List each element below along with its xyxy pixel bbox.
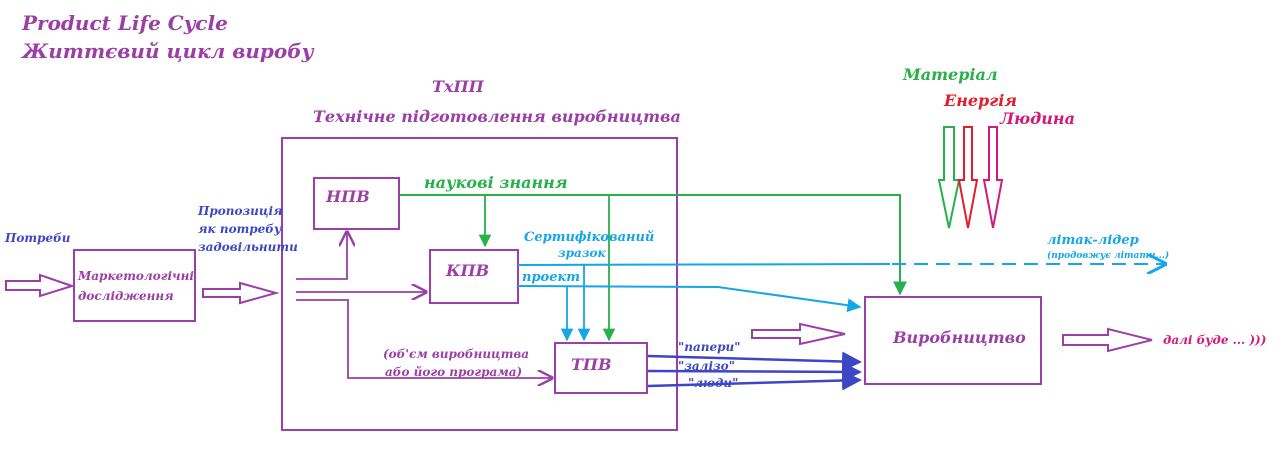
- npv-label: НПВ: [325, 187, 370, 206]
- kpv-label: КПВ: [445, 261, 489, 280]
- tpv-box: [554, 342, 648, 394]
- tpv-label: ТПВ: [571, 355, 612, 374]
- to-be-continued-label: далі буде ... ))): [1163, 333, 1266, 347]
- txpp-box: [281, 137, 678, 431]
- proposal-line-1: Пропозиція: [197, 204, 283, 218]
- papers-arrow: [647, 351, 862, 372]
- marketing-line-1: Маркетологічні: [77, 269, 194, 283]
- knowledge-to-production: [400, 194, 907, 296]
- certified-sample-line-1: Сертифікований: [524, 230, 654, 245]
- flow-to-npv: [296, 232, 347, 280]
- papers-label: "папери": [678, 340, 740, 354]
- people-q-label: "люди": [688, 376, 738, 390]
- marketing-out-arrow: [202, 281, 280, 305]
- certified-sample-line-2: зразок: [558, 246, 606, 260]
- keeps-flying-label: (продовжує літати...): [1047, 250, 1169, 261]
- txpp-abbr: ТхПП: [432, 77, 485, 96]
- people-arrow: [647, 370, 862, 391]
- continued-arrow: [1062, 327, 1153, 353]
- project-to-production: [517, 285, 862, 313]
- kpv-box: [429, 249, 519, 304]
- flow-to-tpv: [296, 299, 552, 378]
- resources-to-production-arrow: [751, 322, 846, 346]
- production-label: Виробництво: [892, 328, 1026, 347]
- proposal-line-3: задовільнити: [198, 240, 298, 254]
- people-arrow-icon: [982, 126, 1004, 229]
- volume-line-1: (об'єм виробництва: [383, 347, 529, 361]
- production-box: [864, 296, 1042, 385]
- proposal-line-2: як потребу: [198, 222, 282, 236]
- leader-plane-label: літак-лідер: [1047, 233, 1139, 248]
- material-arrow-icon: [937, 126, 961, 229]
- material-label: Матеріал: [902, 65, 998, 84]
- volume-line-2: або його програма): [385, 365, 522, 379]
- title-line-2: Життєвий цикл виробу: [20, 39, 315, 63]
- certified-sample-line: [517, 263, 891, 266]
- project-label: проект: [522, 270, 580, 285]
- npv-box: [313, 177, 400, 230]
- txpp-full: Технічне підготовлення виробництва: [313, 107, 681, 126]
- marketing-box: [73, 249, 196, 322]
- people-label: Людина: [999, 109, 1075, 128]
- title-line-1: Product Life Cycle: [21, 11, 228, 35]
- scientific-knowledge-label: наукові знання: [424, 173, 568, 192]
- needs-label: Потреби: [4, 231, 71, 245]
- hardware-label: "залізо": [678, 359, 735, 373]
- marketing-line-2: дослідження: [78, 289, 174, 303]
- energy-label: Енергія: [943, 91, 1017, 110]
- energy-arrow-icon: [957, 126, 979, 229]
- needs-arrow: [5, 273, 76, 298]
- hardware-arrow: [647, 361, 862, 382]
